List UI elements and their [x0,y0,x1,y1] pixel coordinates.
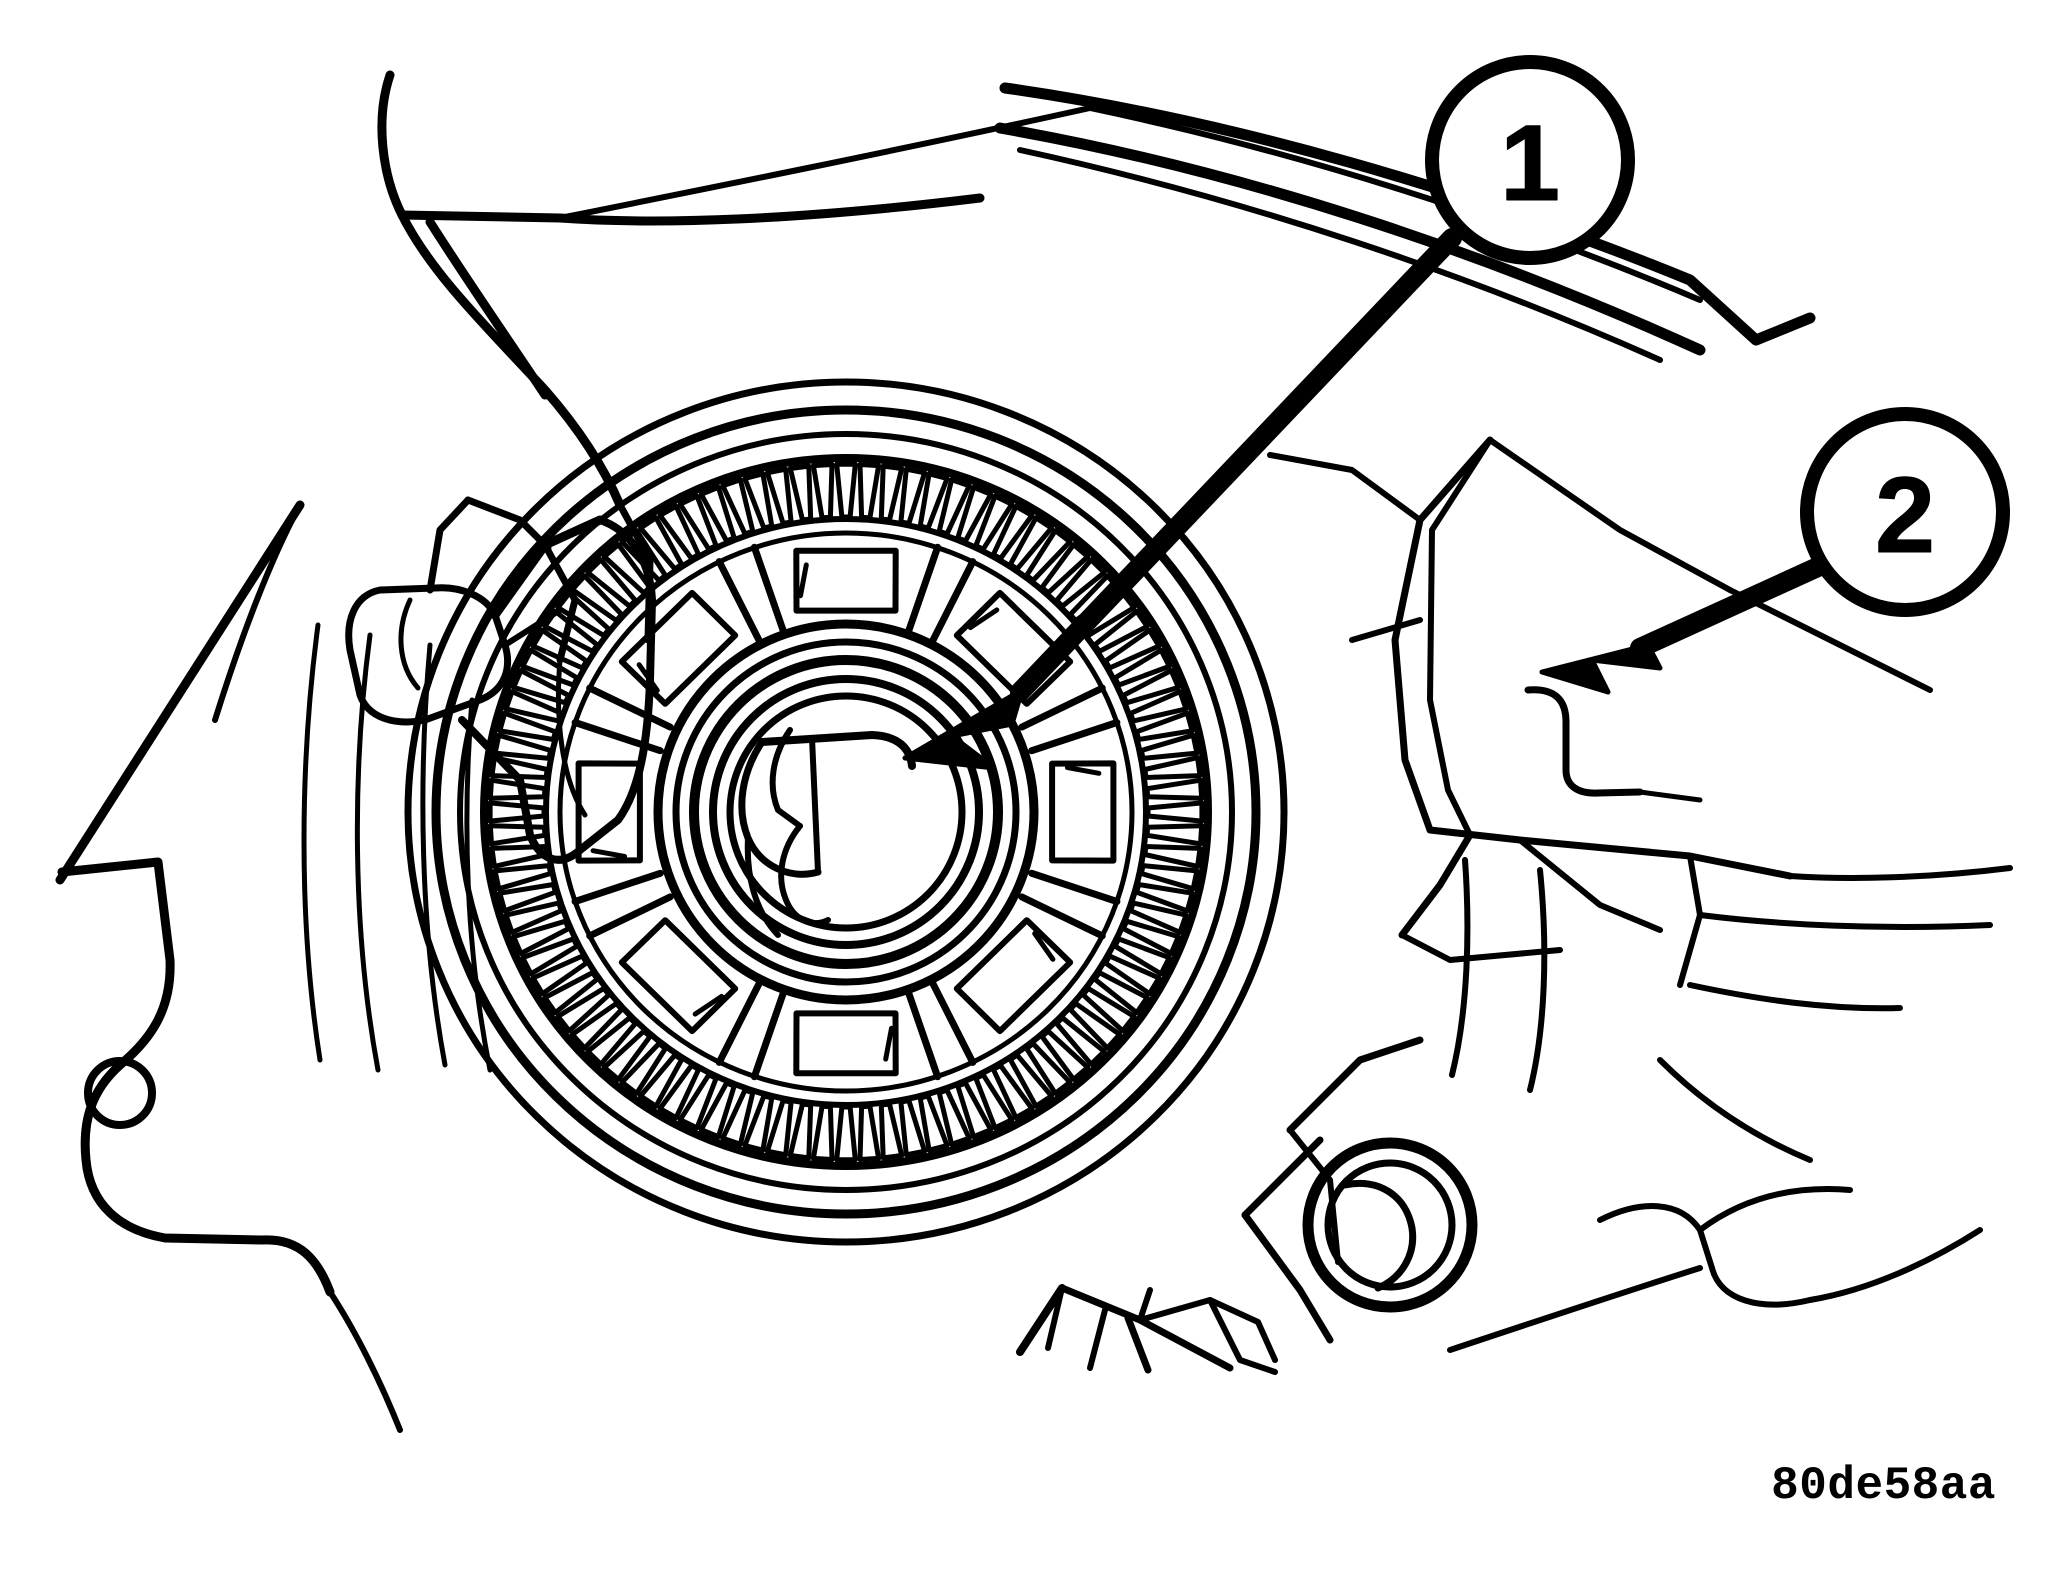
hub-spoke-rib [571,684,674,755]
callout-1-bubble[interactable]: 1 [1425,55,1635,265]
hub-window-panel [953,589,1074,707]
housing-right-body [1241,587,2013,1353]
hub-window-panel [793,1010,899,1077]
center-hub-detail [738,727,916,938]
hub-spoke-rib [715,980,787,1081]
ring-gear-body [543,516,1149,1108]
hub-window-shadow [1032,931,1056,962]
callout-2-label: 2 [1875,454,1935,575]
hub-window-shadow [636,662,660,693]
center-bearing-rings [653,619,1039,1005]
flexplate-hub-spokes [571,543,1121,1081]
callout-2-circle[interactable] [1800,407,2010,617]
hub-window-panel [618,589,739,707]
housing-right-bracket [1267,436,1794,988]
hub-spoke-rib [1018,869,1121,940]
housing-upper-left-wall [377,70,1093,510]
hub-window-panel [618,917,739,1035]
hub-window-shadow [692,993,725,1017]
hub-window-panel [575,760,643,864]
hub-spoke-rib [905,980,977,1081]
housing-left-body [55,500,403,1433]
hub-spoke-rib [1018,684,1121,755]
hub-window-shadow [590,848,628,859]
hub-spoke-rib [715,543,787,644]
hub-spoke-rib [905,543,977,644]
housing-bottom-ribs [1016,1284,1278,1375]
hub-window-shadow [798,562,809,599]
hub-window-panel [793,547,899,614]
figure-id-label: 80de58aa [1771,1460,1996,1512]
hub-window-panel [1049,760,1117,864]
callout-2-leader [1539,556,1830,695]
housing-top-right-rails [994,82,1816,363]
hub-window-shadow [967,607,1000,631]
hub-window-shadow [883,1025,894,1062]
hub-window-shadow [1064,765,1102,776]
flexplate-outer-rims [404,378,1288,1246]
callout-1-label: 1 [1500,102,1560,223]
hub-window-panel [953,917,1074,1035]
callout-1-circle[interactable] [1425,55,1635,265]
hub-spoke-rib [571,869,674,940]
callout-1-leader [902,228,1462,771]
callout-2-bubble[interactable]: 2 [1800,407,2010,617]
